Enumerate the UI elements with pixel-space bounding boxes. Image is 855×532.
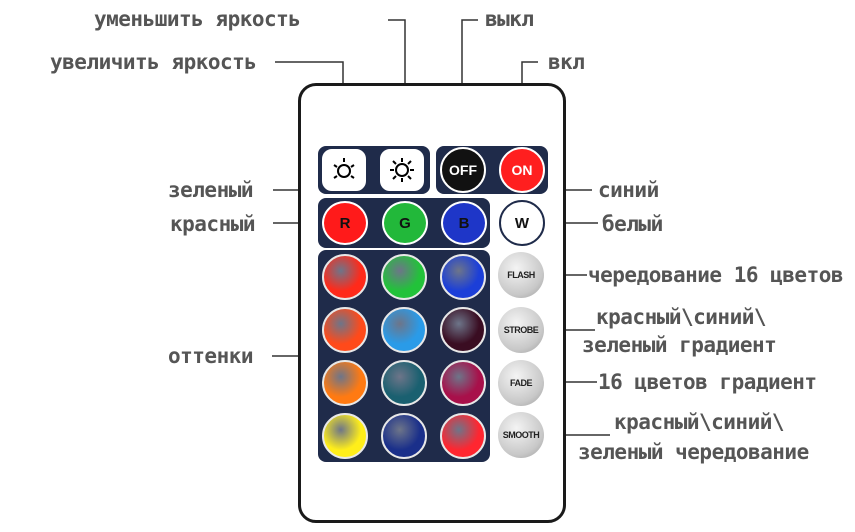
smooth-button[interactable]: SMOOTH (498, 412, 544, 458)
shade-button-r4-c3[interactable] (440, 413, 486, 459)
decrease-brightness-button[interactable] (322, 149, 366, 191)
on-button[interactable]: ON (499, 147, 545, 193)
smooth-label-line2: зеленый чередование (578, 440, 809, 464)
increase-brightness-button[interactable] (380, 149, 424, 191)
shade-button-r3-c1[interactable] (322, 360, 368, 406)
sun-icon (333, 158, 355, 179)
shade-button-r2-c3[interactable] (440, 307, 486, 353)
shade-button-r3-c3[interactable] (440, 360, 486, 406)
red-label: красный (170, 212, 256, 236)
shade-button-r4-c1[interactable] (322, 413, 368, 459)
shade-button-r1-c2[interactable] (381, 254, 427, 300)
on-label: вкл (548, 50, 585, 74)
shade-button-r1-c3[interactable] (440, 254, 486, 300)
shades-label: оттенки (168, 344, 254, 368)
blue-label: синий (598, 178, 659, 202)
shade-button-r2-c2[interactable] (381, 307, 427, 353)
flash-label: чередование 16 цветов (588, 263, 844, 287)
strobe-label-line2: зеленый градиент (582, 333, 777, 357)
blue-button[interactable]: B (441, 201, 487, 245)
shade-button-r4-c2[interactable] (381, 413, 427, 459)
shade-button-r1-c1[interactable] (322, 254, 368, 300)
shade-button-r3-c2[interactable] (381, 360, 427, 406)
strobe-label-line1: красный\синий\ (596, 305, 767, 329)
off-button[interactable]: OFF (440, 147, 486, 193)
increase-brightness-label: увеличить яркость (50, 50, 257, 74)
sun-icon (390, 158, 414, 182)
smooth-label-line1: красный\синий\ (614, 410, 785, 434)
green-button[interactable]: G (382, 201, 428, 245)
red-button[interactable]: R (322, 201, 368, 245)
decrease-brightness-label: уменьшить яркость (94, 7, 301, 31)
fade-label: 16 цветов градиент (598, 370, 817, 394)
white-button[interactable]: W (499, 200, 545, 246)
green-label: зеленый (168, 178, 254, 202)
off-label: выкл (485, 7, 534, 31)
fade-button[interactable]: FADE (498, 360, 544, 406)
strobe-button[interactable]: STROBE (498, 307, 544, 353)
shade-button-r2-c1[interactable] (322, 307, 368, 353)
flash-button[interactable]: FLASH (498, 252, 544, 298)
white-label: белый (602, 212, 663, 236)
